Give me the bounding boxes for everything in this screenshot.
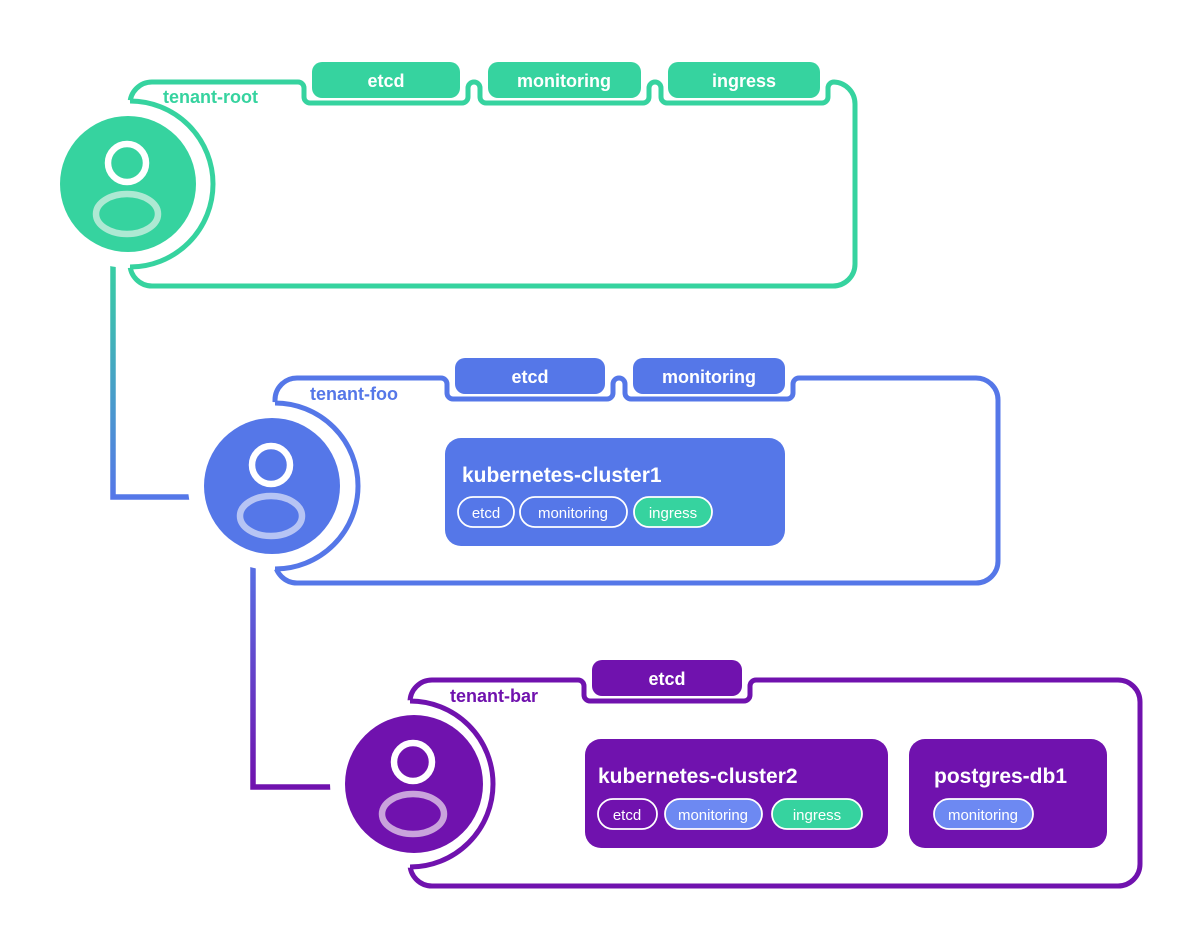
tab — [633, 358, 785, 394]
resource-box — [445, 438, 785, 546]
chip — [771, 798, 863, 830]
resource-title: kubernetes-cluster1 — [462, 464, 662, 487]
tab — [455, 358, 605, 394]
tenant-foo-group: etcd monitoring tenant-foo kubernetes-cl… — [188, 358, 1001, 586]
chip — [457, 496, 515, 528]
tenant-name: tenant-foo — [310, 384, 398, 404]
person-icon — [248, 442, 294, 488]
chip-label: ingress — [793, 807, 841, 824]
person-icon — [104, 140, 150, 186]
resource-box-kubernetes-cluster1: kubernetes-cluster1 etcd monitoring ingr… — [445, 438, 785, 546]
connector-foo-to-bar — [250, 550, 348, 790]
chip-label: etcd — [613, 807, 641, 824]
tab — [668, 62, 820, 98]
avatar-arc — [274, 400, 361, 572]
chip-label: etcd — [472, 505, 500, 522]
tenant-bar-container — [407, 677, 1143, 889]
chip-label: ingress — [649, 505, 697, 522]
tenant-bar-group: etcd tenant-bar kubernetes-cluster2 etcd… — [330, 660, 1143, 889]
tenant-name: tenant-root — [163, 87, 258, 107]
resource-box-kubernetes-cluster2: kubernetes-cluster2 etcd monitoring ingr… — [585, 739, 888, 848]
tab-label: monitoring — [662, 367, 756, 387]
person-icon — [236, 492, 306, 540]
tab-label: etcd — [648, 669, 685, 689]
chip — [664, 798, 763, 830]
tab-label: ingress — [712, 71, 776, 91]
chip — [597, 798, 658, 830]
tenant-name: tenant-bar — [450, 686, 538, 706]
chip — [519, 496, 628, 528]
tab-label: monitoring — [517, 71, 611, 91]
resource-box-postgres-db1: postgres-db1 monitoring — [909, 739, 1107, 848]
person-icon — [378, 790, 448, 838]
tenant-foo-container — [272, 375, 1001, 586]
resource-box — [585, 739, 888, 848]
resource-title: kubernetes-cluster2 — [598, 765, 798, 788]
resource-title: postgres-db1 — [934, 765, 1067, 788]
person-icon — [92, 190, 162, 238]
chip-label: monitoring — [948, 807, 1018, 824]
chip-label: monitoring — [538, 505, 608, 522]
tab — [488, 62, 641, 98]
tab-label: etcd — [511, 367, 548, 387]
chip — [633, 496, 713, 528]
avatar-arc — [409, 698, 496, 870]
resource-box — [909, 739, 1107, 848]
chip — [933, 798, 1034, 830]
connector-root-to-foo — [110, 248, 198, 500]
chip-label: monitoring — [678, 807, 748, 824]
tenant-root-container — [127, 79, 858, 289]
person-icon — [390, 739, 436, 785]
tab — [592, 660, 742, 696]
avatar-arc — [129, 98, 216, 270]
tab-label: etcd — [367, 71, 404, 91]
tab — [312, 62, 460, 98]
tenant-root-group: etcd monitoring ingress tenant-root — [44, 62, 858, 289]
